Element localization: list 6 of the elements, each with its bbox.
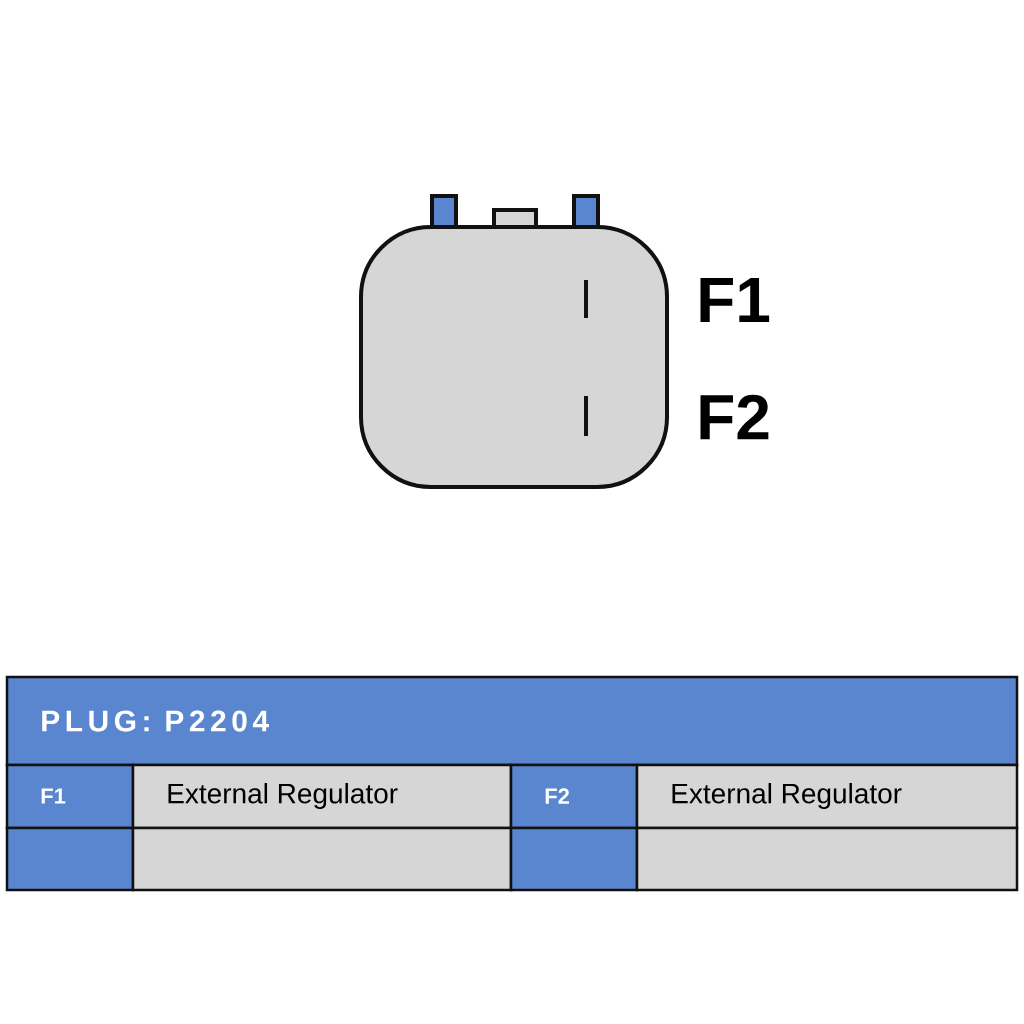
table-cell: F2 xyxy=(509,763,639,830)
table-cell: External Regulator xyxy=(635,763,1019,830)
table-cell: F1 xyxy=(5,763,135,830)
table-cell: External Regulator xyxy=(131,763,513,830)
pin-label: F2 xyxy=(700,394,769,440)
pin-label: F1 xyxy=(700,278,770,322)
